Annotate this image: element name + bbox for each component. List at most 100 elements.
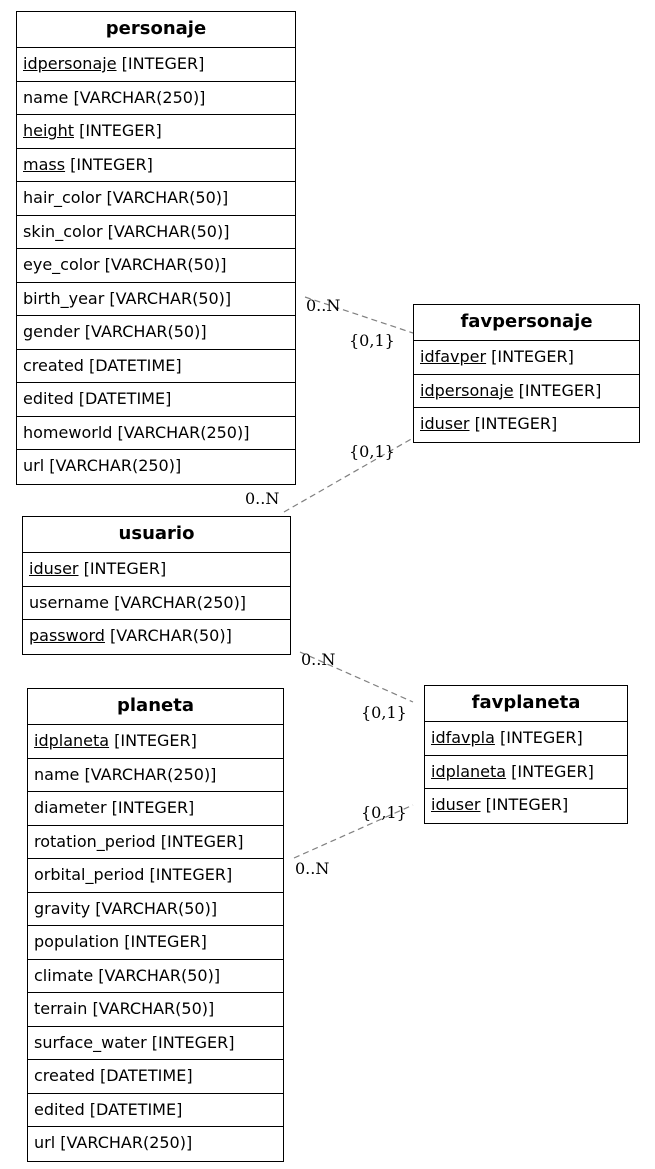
entity-planeta[interactable]: planeta idplaneta [INTEGER]name [VARCHAR…	[27, 688, 284, 1162]
attribute-row-population: population [INTEGER]	[28, 926, 283, 960]
attribute-row-surface-water: surface_water [INTEGER]	[28, 1027, 283, 1060]
attribute-name: iduser	[420, 414, 470, 433]
attribute-name: birth_year	[23, 288, 105, 308]
attribute-type: [INTEGER]	[78, 559, 167, 578]
attribute-row-created: created [DATETIME]	[28, 1060, 283, 1094]
attribute-name: height	[23, 121, 74, 140]
attribute-row-birth-year: birth_year [VARCHAR(50)]	[17, 283, 295, 316]
attribute-type: [INTEGER]	[146, 1032, 235, 1052]
attribute-type: [INTEGER]	[469, 414, 558, 433]
attribute-name: homeworld	[23, 422, 113, 442]
attribute-type: [VARCHAR(50)]	[104, 626, 232, 645]
attribute-name: username	[29, 592, 109, 612]
attribute-type: [INTEGER]	[106, 798, 195, 817]
attribute-row-url: url [VARCHAR(250)]	[17, 450, 295, 484]
attribute-name: rotation_period	[34, 831, 156, 851]
attribute-row-idfavpla: idfavpla [INTEGER]	[425, 722, 627, 756]
attribute-row-name: name [VARCHAR(250)]	[28, 759, 283, 792]
attribute-row-iduser: iduser [INTEGER]	[414, 408, 639, 442]
attribute-type: [VARCHAR(250)]	[68, 87, 206, 107]
attribute-type: [INTEGER]	[109, 731, 197, 750]
attribute-row-username: username [VARCHAR(250)]	[23, 587, 290, 620]
attribute-type: [INTEGER]	[480, 795, 569, 814]
attribute-row-gender: gender [VARCHAR(50)]	[17, 316, 295, 350]
attribute-type: [VARCHAR(50)]	[101, 188, 229, 207]
attribute-row-gravity: gravity [VARCHAR(50)]	[28, 893, 283, 926]
entity-title: favplaneta	[425, 686, 627, 722]
attribute-row-password: password [VARCHAR(50)]	[23, 620, 290, 654]
attribute-row-name: name [VARCHAR(250)]	[17, 82, 295, 115]
edge-usuario-favplaneta	[299, 651, 414, 703]
entity-title: personaje	[17, 12, 295, 48]
attribute-row-idplaneta: idplaneta [INTEGER]	[28, 725, 283, 759]
attribute-row-height: height [INTEGER]	[17, 115, 295, 149]
attribute-type: [VARCHAR(50)]	[99, 255, 227, 274]
attribute-type: [INTEGER]	[74, 121, 162, 140]
attribute-row-homeworld: homeworld [VARCHAR(250)]	[17, 417, 295, 450]
attribute-type: [INTEGER]	[486, 347, 574, 366]
attribute-type: [DATETIME]	[73, 389, 172, 408]
attribute-row-idpersonaje: idpersonaje [INTEGER]	[17, 48, 295, 82]
entity-favplaneta[interactable]: favplaneta idfavpla [INTEGER]idplaneta […	[424, 685, 628, 824]
attribute-type: [INTEGER]	[506, 761, 594, 781]
attribute-row-hair-color: hair_color [VARCHAR(50)]	[17, 182, 295, 216]
attribute-name: idpersonaje	[23, 54, 117, 73]
attribute-name: name	[23, 87, 69, 107]
attribute-row-mass: mass [INTEGER]	[17, 149, 295, 182]
card-favpersonaje-to: {0,1}	[349, 331, 395, 350]
attribute-name: population	[34, 932, 120, 951]
attribute-name: idfavpla	[431, 728, 495, 747]
attribute-name: surface_water	[34, 1032, 147, 1052]
attribute-type: [INTEGER]	[116, 54, 205, 73]
attribute-row-terrain: terrain [VARCHAR(50)]	[28, 993, 283, 1027]
attribute-name: gravity	[34, 898, 91, 918]
attribute-type: [VARCHAR(50)]	[93, 965, 221, 985]
attribute-type: [VARCHAR(50)]	[90, 898, 218, 918]
attribute-type: [VARCHAR(50)]	[87, 999, 215, 1018]
attribute-name: edited	[23, 389, 74, 408]
attribute-name: idplaneta	[431, 761, 507, 781]
attribute-type: [VARCHAR(50)]	[104, 288, 232, 308]
attribute-name: idpersonaje	[420, 380, 514, 400]
attribute-name: password	[29, 626, 105, 645]
card-usuario-from-2: 0..N	[301, 650, 335, 669]
attribute-row-rotation-period: rotation_period [INTEGER]	[28, 826, 283, 859]
attribute-name: iduser	[29, 559, 79, 578]
attribute-row-orbital-period: orbital_period [INTEGER]	[28, 859, 283, 893]
entity-personaje[interactable]: personaje idpersonaje [INTEGER]name [VAR…	[16, 11, 296, 485]
attribute-name: skin_color	[23, 221, 103, 241]
attribute-row-idpersonaje: idpersonaje [INTEGER]	[414, 375, 639, 408]
card-favplaneta-to: {0,1}	[361, 703, 407, 722]
attribute-name: diameter	[34, 798, 107, 817]
attribute-type: [DATETIME]	[83, 355, 182, 375]
attribute-name: eye_color	[23, 255, 100, 274]
attribute-row-diameter: diameter [INTEGER]	[28, 792, 283, 826]
attribute-name: iduser	[431, 795, 481, 814]
attribute-type: [INTEGER]	[119, 932, 207, 951]
attribute-type: [VARCHAR(250)]	[112, 422, 250, 442]
attribute-type: [DATETIME]	[94, 1066, 193, 1085]
attribute-row-created: created [DATETIME]	[17, 350, 295, 383]
attribute-name: edited	[34, 1099, 85, 1119]
edge-personaje-favpersonaje	[304, 296, 414, 334]
attribute-row-iduser: iduser [INTEGER]	[23, 553, 290, 587]
attribute-name: created	[23, 355, 84, 375]
attribute-row-eye-color: eye_color [VARCHAR(50)]	[17, 249, 295, 283]
attribute-name: idfavper	[420, 347, 487, 366]
attribute-name: created	[34, 1066, 95, 1085]
attribute-row-idplaneta: idplaneta [INTEGER]	[425, 756, 627, 789]
attribute-name: mass	[23, 154, 66, 174]
attribute-name: name	[34, 764, 80, 784]
attribute-type: [DATETIME]	[84, 1099, 183, 1119]
entity-favpersonaje[interactable]: favpersonaje idfavper [INTEGER]idpersona…	[413, 304, 640, 443]
attribute-name: orbital_period	[34, 865, 145, 884]
entity-usuario[interactable]: usuario iduser [INTEGER]username [VARCHA…	[22, 516, 291, 655]
attribute-row-skin-color: skin_color [VARCHAR(50)]	[17, 216, 295, 249]
attribute-row-url: url [VARCHAR(250)]	[28, 1127, 283, 1161]
attribute-type: [VARCHAR(50)]	[102, 221, 230, 241]
attribute-type: [VARCHAR(250)]	[79, 764, 217, 784]
attribute-type: [VARCHAR(250)]	[44, 456, 182, 475]
card-favpersonaje-to-2: {0,1}	[349, 442, 395, 461]
attribute-row-iduser: iduser [INTEGER]	[425, 789, 627, 823]
